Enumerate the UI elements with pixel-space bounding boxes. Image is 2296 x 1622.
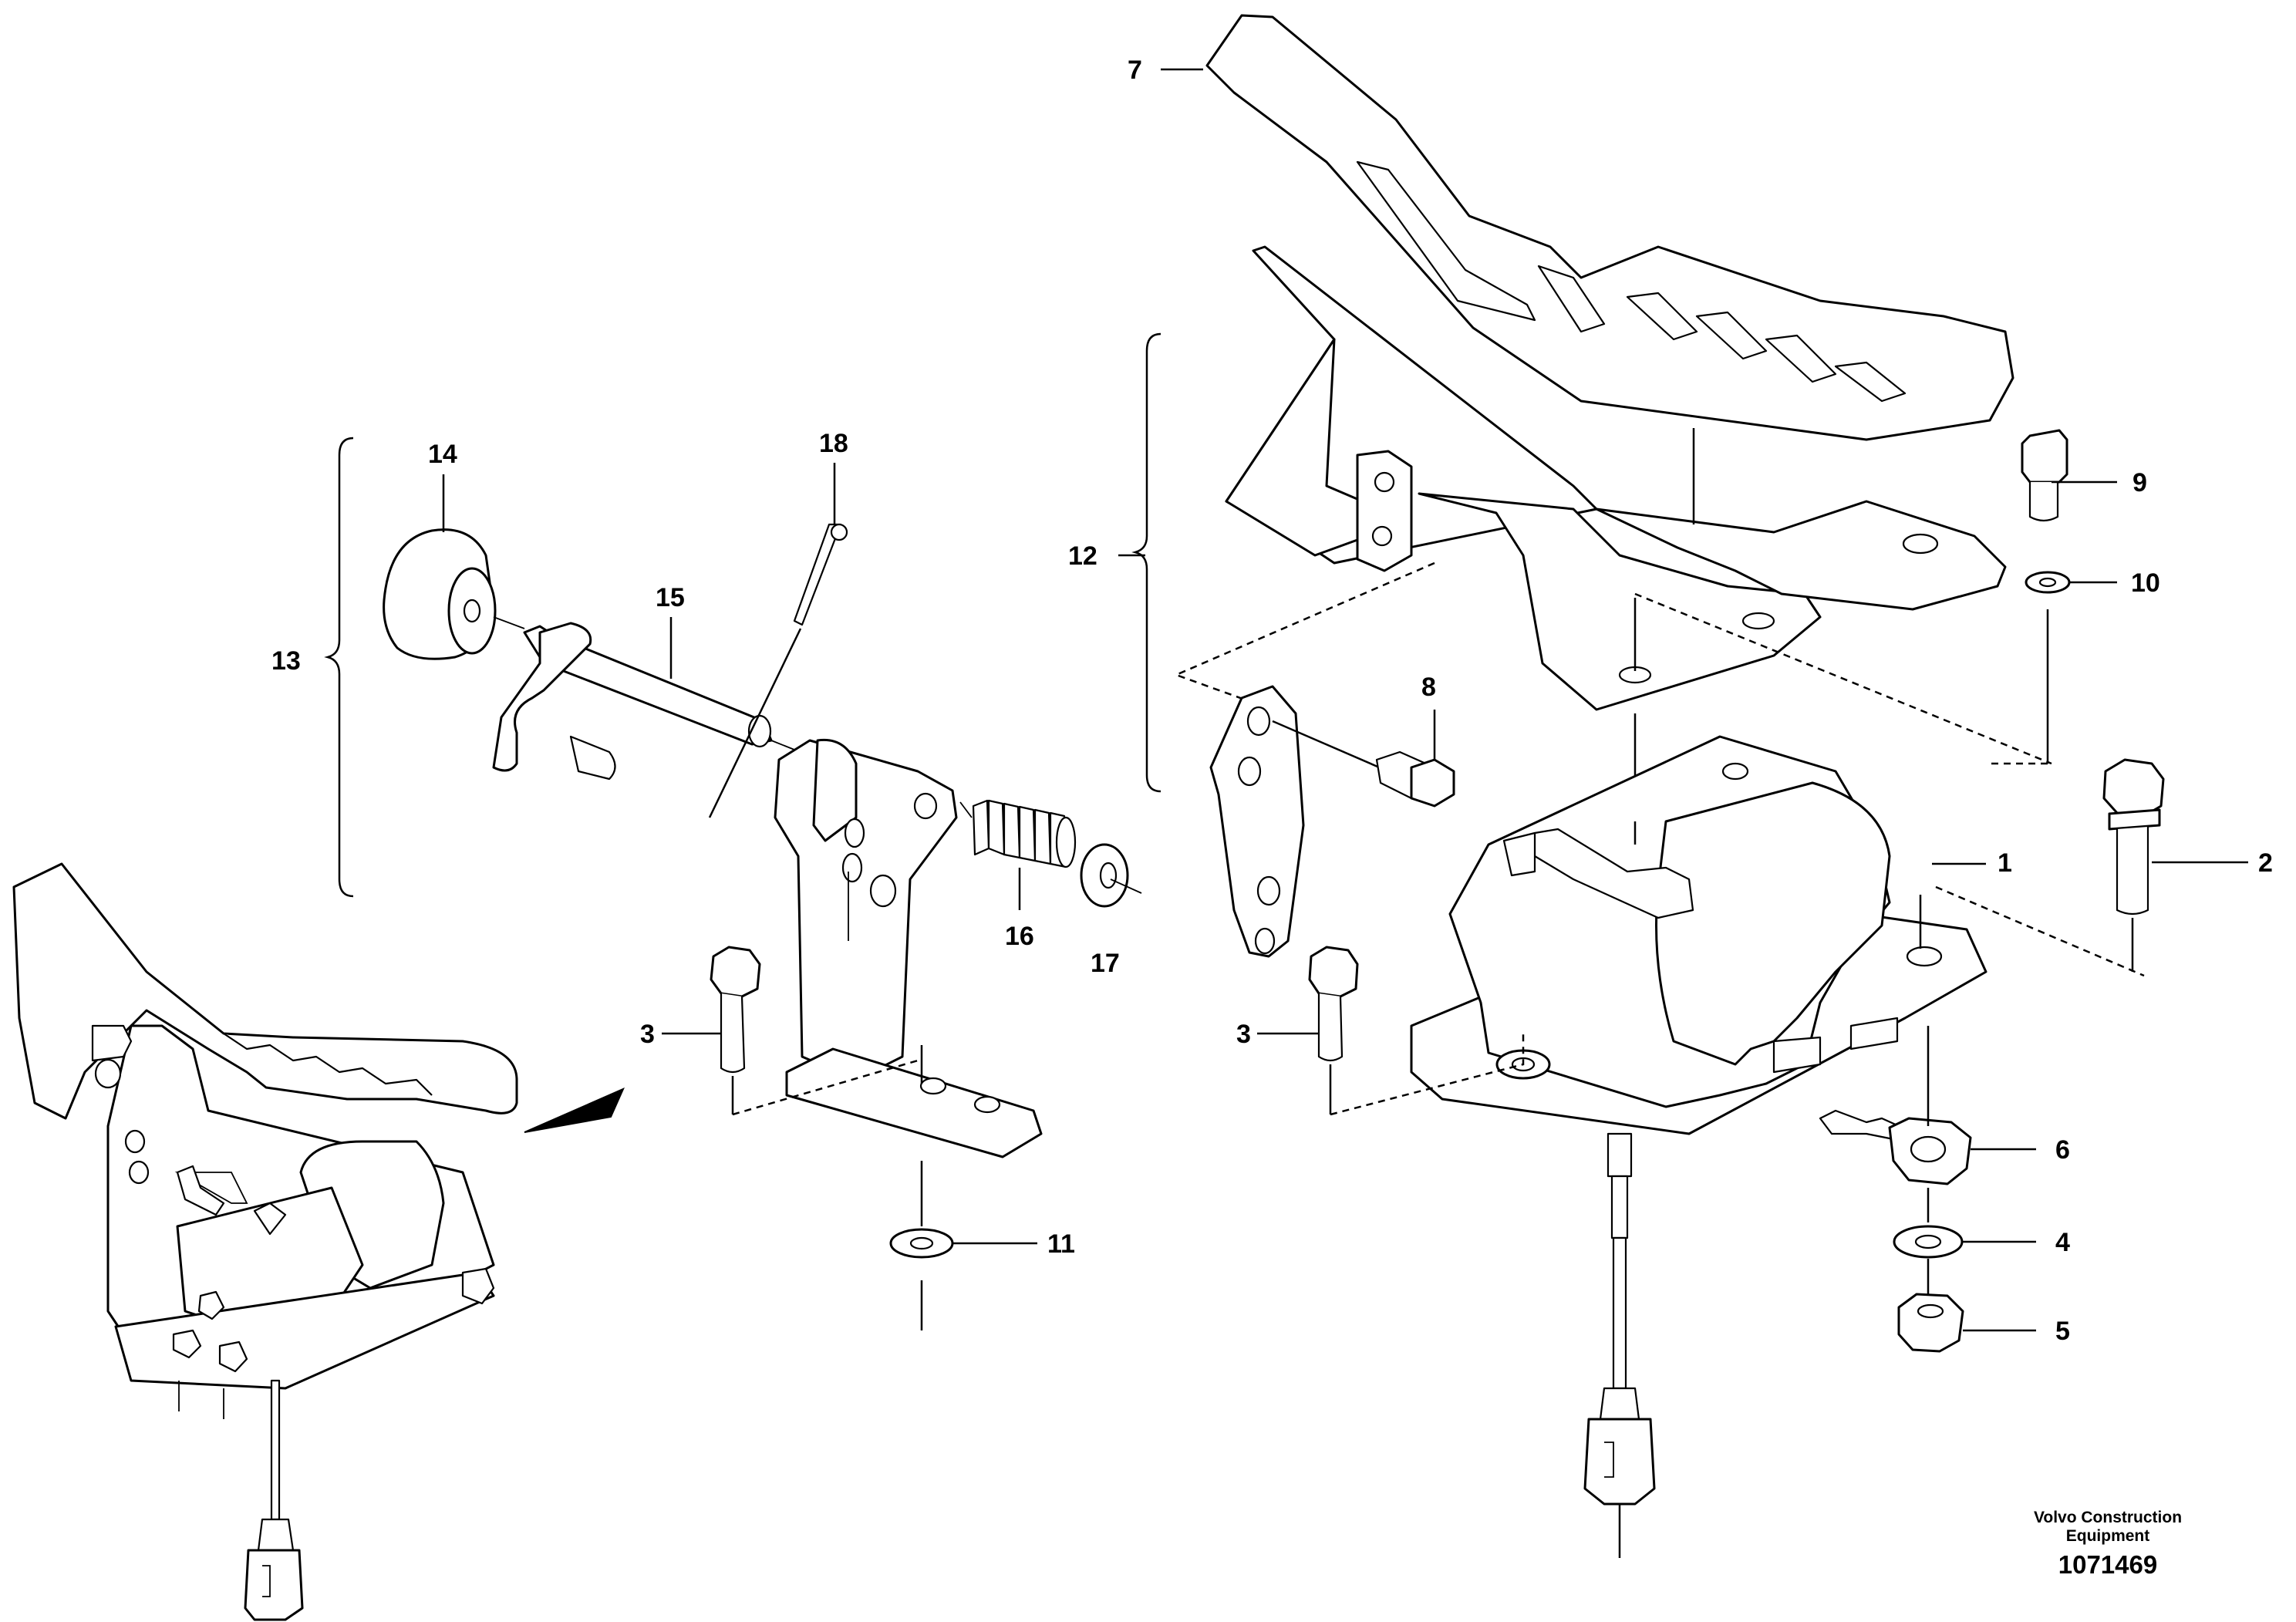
pedal-bracket xyxy=(774,738,1043,1158)
sensor-cable-connector xyxy=(1583,1132,1656,1558)
company-name-line1: Volvo Construction xyxy=(2034,1509,2182,1526)
part-11-washer xyxy=(889,1161,954,1330)
callout-16: 16 xyxy=(1005,922,1034,951)
callout-3-right: 3 xyxy=(1236,1020,1251,1049)
part-17-washer xyxy=(1080,843,1142,908)
callout-12: 12 xyxy=(1068,541,1097,571)
part-18-cotter-pin xyxy=(708,523,848,818)
part-2-flange-bolt xyxy=(2102,758,2248,972)
callout-13: 13 xyxy=(271,646,301,676)
part-8-bracket xyxy=(1209,685,1389,958)
callout-4: 4 xyxy=(2055,1228,2070,1257)
callout-5: 5 xyxy=(2055,1317,2070,1346)
group-12-bracket xyxy=(1118,245,2052,821)
brace-13 xyxy=(324,437,354,898)
part-10-washer xyxy=(1990,571,2117,765)
callout-6: 6 xyxy=(2055,1135,2070,1165)
part-4-washer xyxy=(1893,1188,2036,1259)
company-name-line2: Equipment xyxy=(2066,1527,2150,1545)
callout-17: 17 xyxy=(1091,949,1120,978)
part-9-socket-bolt xyxy=(2021,429,2117,522)
part-3-bolt-center xyxy=(710,946,919,1116)
part-5-nut xyxy=(1897,1259,2036,1353)
callout-2: 2 xyxy=(2258,848,2273,878)
callout-15: 15 xyxy=(656,583,685,612)
part-8-bolt xyxy=(1375,710,1455,808)
assembled-pedal-view xyxy=(12,862,518,1621)
drawing-number: 1071469 xyxy=(2058,1550,2157,1579)
callout-3-center: 3 xyxy=(640,1020,655,1049)
callout-10: 10 xyxy=(2131,568,2160,598)
part-3-bolt-right xyxy=(1308,946,1525,1116)
callout-18: 18 xyxy=(819,429,848,458)
part-7-pedal-plate xyxy=(1161,14,2014,441)
callout-14: 14 xyxy=(428,440,457,469)
part-14-rubber-stop xyxy=(383,528,525,660)
brace-12 xyxy=(1131,332,1161,793)
part-16-spring xyxy=(959,799,1077,910)
part-6-sensor-plate xyxy=(1819,1026,2036,1185)
part-15-shaft xyxy=(492,622,795,781)
callout-1: 1 xyxy=(1998,848,2012,878)
callout-8: 8 xyxy=(1421,673,1436,702)
callout-7: 7 xyxy=(1128,56,1142,85)
part-1-sensor-assembly xyxy=(1410,735,2145,1135)
callout-11: 11 xyxy=(1047,1229,1075,1259)
view-arrow xyxy=(524,1088,625,1133)
callout-9: 9 xyxy=(2132,468,2147,497)
